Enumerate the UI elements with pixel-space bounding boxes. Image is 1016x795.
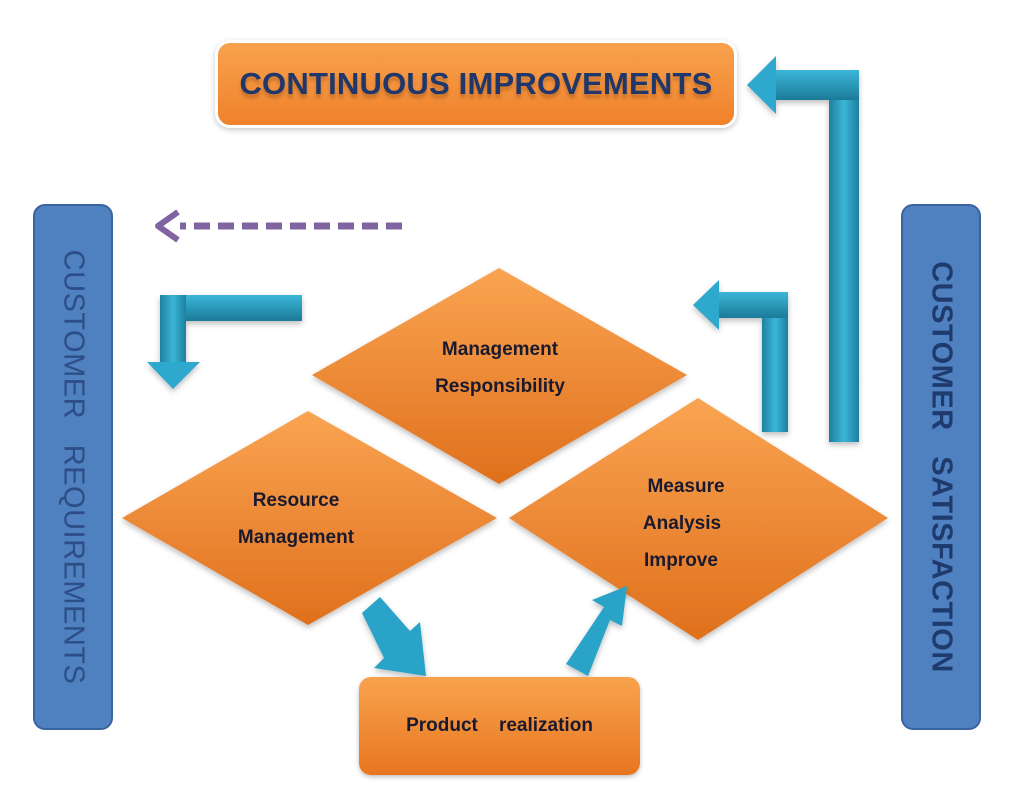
responsibility-line: Responsibility [435, 376, 565, 397]
elbow-arrow-icon [693, 280, 788, 432]
management-line: Management [237, 527, 355, 548]
diagonal-arrow-icon [566, 586, 627, 676]
measure-analysis-improve-label: Measure Analysis Improve [596, 468, 776, 579]
elbow-arrow-icon [147, 295, 302, 389]
resource-diamond [122, 411, 497, 625]
customer-requirements-pillar: CUSTOMER REQUIREMENTS [33, 204, 113, 730]
management-responsibility-label: Management Responsibility [410, 331, 590, 405]
dashed-arrow-icon [155, 209, 402, 243]
diagonal-arrow-icon [362, 597, 426, 676]
customer-satisfaction-label: CUSTOMER SATISFACTION [925, 261, 958, 673]
continuous-improvements-banner: CONTINUOUS IMPROVEMENTS [218, 43, 734, 125]
product-realization-box: Product realization [359, 677, 640, 775]
product-realization-label: Product realization [406, 715, 593, 736]
measure-line: Measure [647, 476, 725, 497]
elbow-arrow-icon [747, 56, 859, 442]
improve-line: Improve [644, 550, 718, 571]
resource-management-label: Resource Management [206, 482, 386, 556]
analysis-line: Analysis [642, 513, 722, 534]
customer-satisfaction-pillar: CUSTOMER SATISFACTION [901, 204, 981, 730]
banner-title: CONTINUOUS IMPROVEMENTS [239, 66, 713, 101]
measure-diamond [509, 398, 888, 640]
resource-line: Resource [252, 490, 340, 511]
management-diamond [312, 268, 687, 484]
management-line: Management [441, 339, 559, 360]
customer-requirements-label: CUSTOMER REQUIREMENTS [57, 249, 90, 685]
